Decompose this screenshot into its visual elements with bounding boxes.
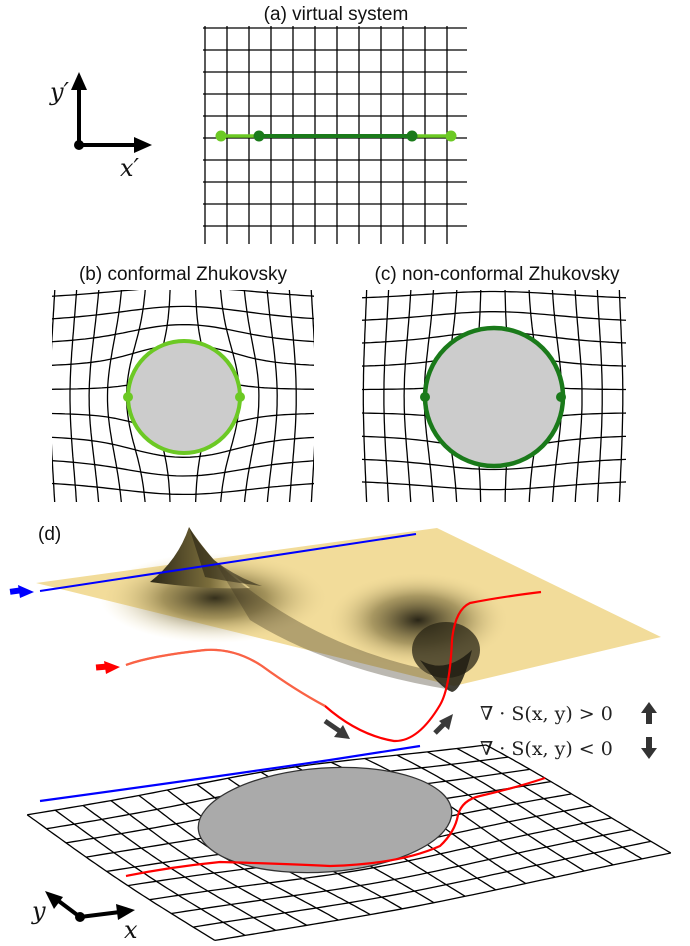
conformal-grid-line-vertical <box>310 290 314 502</box>
dark-green-endpoint <box>253 130 265 142</box>
nonconformal-grid-line-vertical <box>362 290 368 502</box>
nonconformal-grid-line-vertical <box>383 290 390 502</box>
conformal-grid-line-horizontal <box>33 505 333 514</box>
x-label: x <box>124 916 138 944</box>
divergence-surface <box>36 527 661 692</box>
perspective-grid-line <box>149 817 612 901</box>
perspective-grid-line <box>82 804 277 931</box>
nonconformal-grid-line-vertical <box>596 290 603 502</box>
perspective-grid-line <box>171 829 632 915</box>
perspective-grid-line <box>485 744 672 854</box>
red-ray-marker-icon <box>104 661 120 674</box>
conformal-grid-line-vertical <box>266 290 278 502</box>
perspective-grid-line <box>27 744 487 816</box>
perspective-grid-line <box>396 754 585 872</box>
conformal-grid-line-vertical <box>332 275 336 517</box>
xy-axes-indicator: y x <box>31 891 138 944</box>
y-prime-label: y′ <box>49 78 70 106</box>
nonconformal-grid-line-vertical <box>403 290 412 502</box>
light-green-endpoint <box>123 392 133 402</box>
blue-ray-upper <box>9 533 417 598</box>
conformal-grid-line-horizontal <box>52 460 314 477</box>
conformal-grid-line-vertical <box>243 290 260 502</box>
panel-b-disc <box>123 339 245 455</box>
divergence-legend: ∇ · S(x, y) > 0 ∇ · S(x, y) < 0 <box>480 702 657 760</box>
nonconformal-grid-line-horizontal <box>362 481 626 491</box>
up-arrow-icon <box>641 702 657 724</box>
conformal-grid-line-vertical <box>106 290 123 502</box>
primed-axes-indicator: y′ x′ <box>49 72 152 182</box>
dark-green-endpoint <box>420 392 430 402</box>
blue-ray-lower <box>39 744 421 803</box>
ellipse-obstacle <box>197 766 453 874</box>
conformal-grid-line-vertical <box>288 290 297 502</box>
red-ray-upper <box>95 590 542 743</box>
nonconformal-grid-line-vertical <box>618 290 624 502</box>
dark-green-endpoint <box>406 130 418 142</box>
ascend-arrow-icon <box>433 714 453 735</box>
perspective-grid-line <box>54 809 246 936</box>
perspective-grid-line <box>214 852 671 942</box>
nonconformal-grid-line-vertical <box>641 276 644 516</box>
conformal-grid-line-horizontal <box>52 305 314 320</box>
blue-ray-marker-icon <box>18 585 34 598</box>
panel-b-title: (b) conformal Zhukovsky <box>79 264 288 285</box>
descend-arrow-icon <box>323 718 350 739</box>
nonconformal-grid-line-horizontal <box>362 458 626 471</box>
nonconformal-grid-line-vertical <box>342 276 345 516</box>
conformal-grid-line-vertical <box>88 290 100 502</box>
perspective-grid-line <box>193 840 652 928</box>
conformal-grid-line-vertical <box>69 290 78 502</box>
panel-a-title: (a) virtual system <box>264 4 409 25</box>
light-green-endpoint <box>445 130 457 142</box>
light-green-endpoint <box>215 130 227 142</box>
perspective-grid-line <box>427 751 614 866</box>
perspective-grid-line <box>456 747 643 860</box>
perspective-grid-line <box>110 800 308 926</box>
y-label: y <box>31 897 46 925</box>
dark-green-endpoint <box>556 392 566 402</box>
red-ray-lower <box>125 776 546 878</box>
light-green-endpoint <box>235 392 245 402</box>
perspective-grid-line <box>26 814 216 941</box>
panel-a-branch-cut <box>215 130 457 142</box>
nonconformal-grid-line-horizontal <box>362 290 626 299</box>
nonconformal-grid-line-horizontal <box>362 311 626 321</box>
conformal-grid-line-horizontal <box>52 323 314 343</box>
conformal-grid-line-horizontal <box>52 290 314 297</box>
conformal-grid-line-vertical <box>30 275 34 517</box>
panel-c-title: (c) non-conformal Zhukovsky <box>375 264 620 285</box>
panel-d-title: (d) <box>38 524 61 545</box>
panel-c-disc <box>420 325 566 469</box>
down-arrow-icon <box>641 737 657 759</box>
divergence-positive-label: ∇ · S(x, y) > 0 <box>480 703 613 725</box>
conformal-grid-line-vertical <box>52 290 56 502</box>
divergence-negative-label: ∇ · S(x, y) < 0 <box>480 738 613 760</box>
conformal-grid-line-horizontal <box>52 482 314 496</box>
conformal-grid-line-horizontal <box>52 436 314 458</box>
nonconformal-grid-line-vertical <box>574 290 583 502</box>
nonconformal-grid-line-horizontal <box>345 504 645 510</box>
x-prime-label: x′ <box>120 154 140 182</box>
